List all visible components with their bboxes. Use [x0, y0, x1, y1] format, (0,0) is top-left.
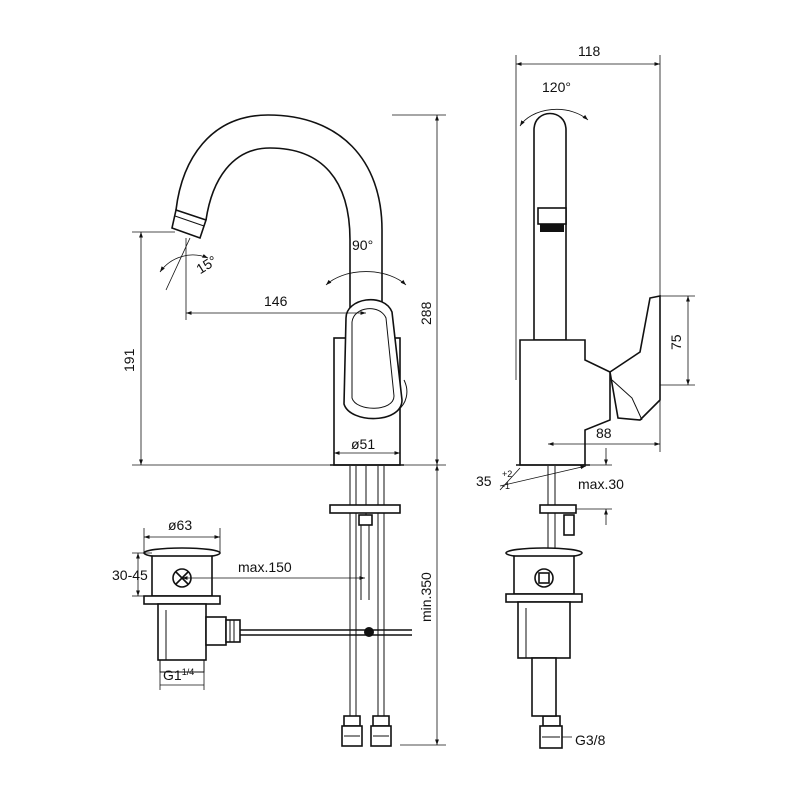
front-waste-assembly — [143, 547, 241, 673]
label-body-diameter: ø51 — [351, 436, 375, 452]
label-lever-tilt: 35 — [476, 473, 492, 489]
spout-inner — [205, 147, 351, 310]
label-spout-reach: 146 — [264, 293, 288, 309]
front-view-faucet — [171, 114, 412, 747]
popup-rod — [238, 514, 412, 637]
label-lever-tilt-sub: -1 — [502, 481, 510, 491]
side-view-faucet — [516, 112, 661, 749]
front-connectors — [341, 715, 392, 747]
label-waste-diameter: ø63 — [168, 517, 192, 533]
label-lever-height: 75 — [668, 334, 684, 350]
aerator — [171, 208, 208, 240]
label-swivel-angle: 90° — [352, 237, 373, 253]
side-body — [519, 339, 611, 466]
label-side-swivel-angle: 120° — [542, 79, 571, 95]
label-outlet-height: 191 — [121, 348, 137, 372]
label-deck-thickness: max.30 — [578, 476, 624, 492]
side-lever — [609, 295, 661, 421]
side-waste-assembly — [505, 547, 583, 717]
label-pipe-length: min.350 — [418, 572, 434, 622]
side-dimensions — [499, 55, 695, 738]
label-outlet-angle: 15° — [193, 252, 219, 277]
label-height-total: 288 — [418, 301, 434, 325]
fixing-nut — [329, 504, 401, 514]
label-lever-depth: 88 — [596, 425, 612, 441]
spout-outer — [175, 114, 383, 310]
label-waste-depth: 30-45 — [112, 567, 148, 583]
label-supply-thread: G3/8 — [575, 732, 606, 748]
front-supply-tubes — [349, 466, 385, 716]
label-side-width: 118 — [578, 43, 601, 59]
front-dimensions — [132, 114, 446, 746]
label-waste-thread: G11/4 — [163, 667, 194, 683]
label-rod-length: max.150 — [238, 559, 292, 575]
label-lever-tilt-sup: +2 — [502, 469, 512, 479]
